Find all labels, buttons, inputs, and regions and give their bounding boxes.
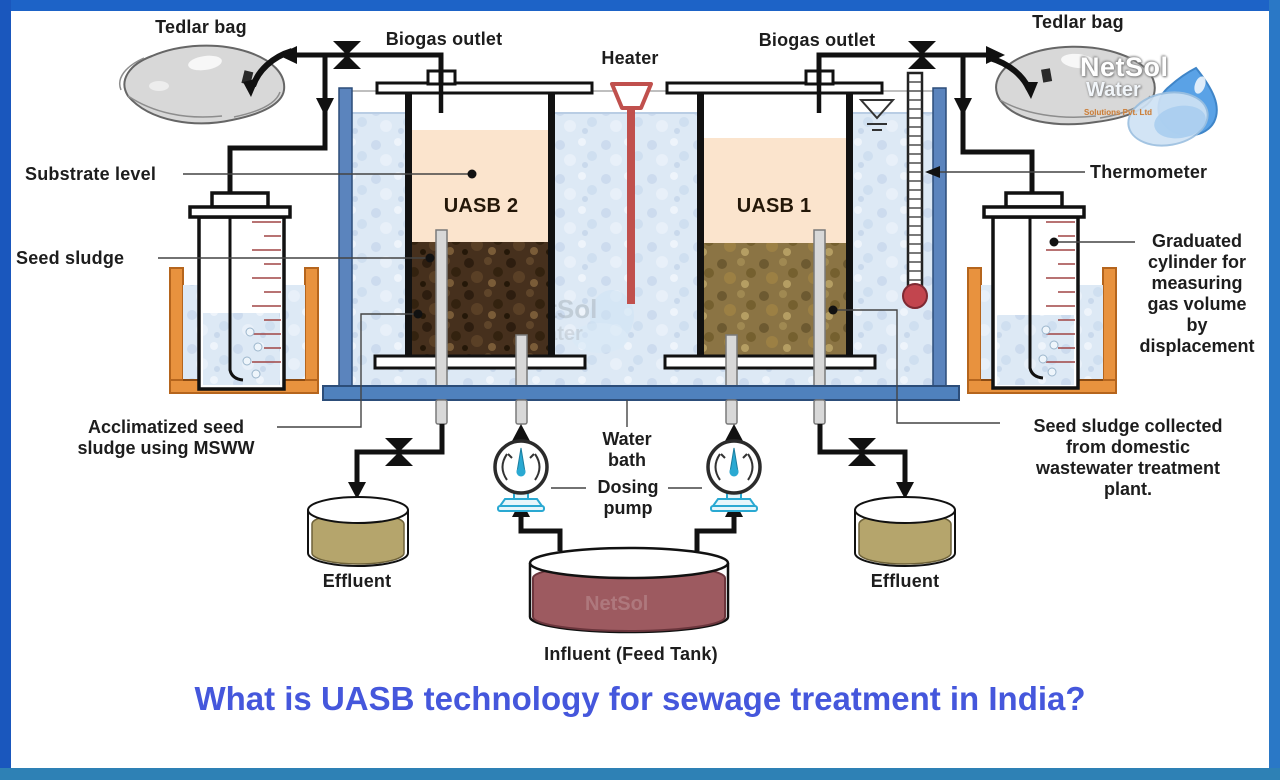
callout-dots <box>413 166 1059 319</box>
effluent-cup-right <box>854 496 956 567</box>
label-effluent-left: Effluent <box>322 571 392 591</box>
frame-border-bottom <box>0 768 1280 780</box>
netsol-logo-name: NetSol <box>1080 52 1169 82</box>
dosing-pump-right-icon <box>706 439 762 512</box>
label-tedlar-bag-right: Tedlar bag <box>1032 12 1124 32</box>
label-tedlar-bag-left: Tedlar bag <box>155 17 247 37</box>
feed-lines <box>512 424 743 551</box>
effluent-line-right <box>817 424 914 499</box>
label-biogas-outlet-right: Biogas outlet <box>758 30 876 50</box>
frame-border-top <box>0 0 1280 11</box>
gas-cylinder-left <box>169 191 319 394</box>
netsol-logo-droplet-icon <box>1127 66 1218 147</box>
netsol-logo-sub: Water <box>1086 79 1141 101</box>
frame-border-right <box>1269 0 1280 780</box>
label-thermometer: Thermometer <box>1090 162 1208 182</box>
label-seed-sludge: Seed sludge <box>16 248 125 268</box>
frame-border-left <box>0 0 11 780</box>
label-dosing-pump: Dosing pump <box>597 477 659 518</box>
label-uasb1: UASB 1 <box>736 195 812 217</box>
label-acclimatized-seed-sludge: Acclimatized seed sludge using MSWW <box>77 417 255 458</box>
uasb2-tank <box>373 69 594 370</box>
label-effluent-right: Effluent <box>870 571 940 591</box>
label-biogas-outlet-left: Biogas outlet <box>385 29 503 49</box>
label-graduated-cylinder: Graduated cylinder for measuring gas vol… <box>1139 231 1255 356</box>
biogas-line-right <box>816 41 1038 196</box>
tedlar-bag-left-icon <box>119 44 286 125</box>
biogas-line-left <box>227 41 444 196</box>
dosing-pump-left-icon <box>493 439 549 512</box>
page-title: What is UASB technology for sewage treat… <box>194 680 1086 717</box>
watermark-center: NetSol Water <box>515 290 634 353</box>
effluent-line-left <box>348 424 445 499</box>
netsol-logo-tagline: Solutions Pvt. Ltd <box>1084 108 1152 117</box>
water-level-icon <box>858 99 896 131</box>
label-substrate-level: Substrate level <box>25 164 157 184</box>
uasb1-tank <box>663 69 884 370</box>
label-heater: Heater <box>601 48 659 68</box>
water-bath-base <box>322 385 960 401</box>
callout-lines <box>158 171 1135 489</box>
label-uasb2: UASB 2 <box>443 195 519 217</box>
gas-cylinder-right <box>967 191 1117 394</box>
influent-tank: NetSol <box>528 546 730 634</box>
label-seed-sludge-collected: Seed sludge collected from domestic wast… <box>1033 416 1223 499</box>
svg-text:NetSol: NetSol <box>585 593 648 615</box>
heater-icon <box>610 82 653 304</box>
label-water-bath: Water bath <box>602 429 652 470</box>
netsol-logo: NetSol Water Solutions Pvt. Ltd <box>1080 52 1230 117</box>
effluent-cup-left <box>307 496 409 567</box>
thermometer-icon <box>902 71 928 309</box>
rod-stubs <box>435 399 826 425</box>
label-influent-feed-tank: Influent (Feed Tank) <box>544 644 718 664</box>
